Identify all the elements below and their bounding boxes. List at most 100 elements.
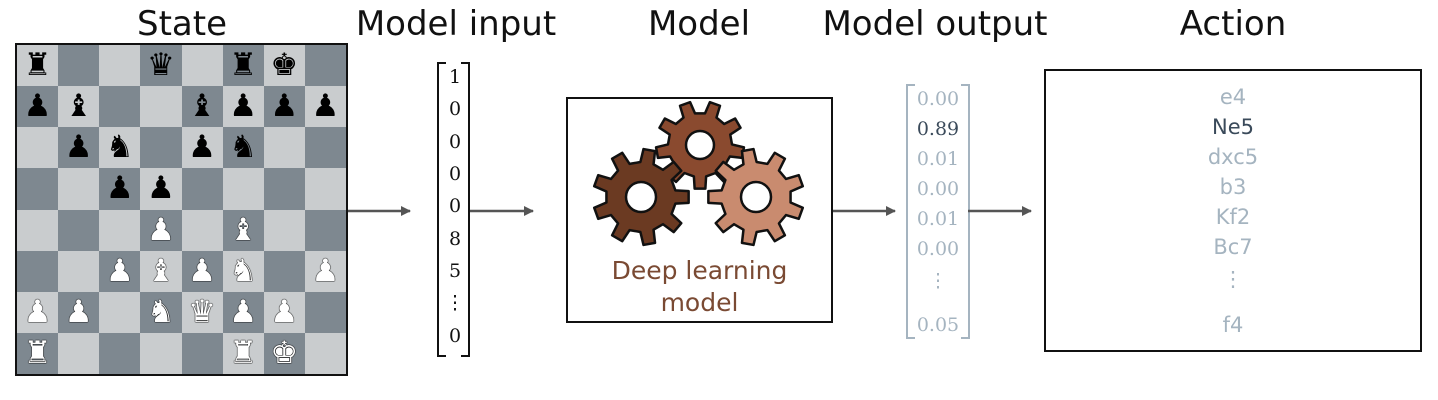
board-square [304, 127, 346, 169]
black-pawn-icon: ♟ [311, 88, 340, 125]
white-pawn-icon: ♟ [229, 293, 258, 330]
white-bishop-icon: ♝ [147, 252, 175, 289]
black-pawn-icon: ♟ [229, 88, 258, 125]
board-square: ♟ [99, 168, 141, 210]
board-square: ♟ [17, 291, 59, 333]
model-output-value: 0.00 [916, 238, 960, 260]
model-input-value: 0 [448, 163, 462, 185]
chess-board: ♜♛♜♚♟♝♝♟♟♟♟♞♟♞♟♟♟♝♟♝♟♞♟♟♟♞♛♟♟♜♜♚ [15, 43, 348, 376]
model-output-value: 0.00 [916, 88, 960, 110]
board-square: ♟ [304, 86, 346, 128]
board-square: ♛ [140, 45, 182, 87]
white-pawn-icon: ♟ [105, 252, 134, 289]
model-label-line2: model [660, 288, 739, 317]
action-move: e4 [1219, 85, 1247, 109]
model-input-value: 0 [448, 98, 462, 121]
board-square [99, 209, 141, 251]
model-input-left-bracket [437, 62, 446, 357]
board-square: ♞ [140, 291, 182, 333]
board-square [58, 168, 100, 210]
board-square: ♚ [263, 45, 305, 87]
model-output-value: 0.05 [916, 314, 960, 336]
white-pawn-icon: ♟ [64, 293, 93, 330]
white-king-icon: ♚ [270, 334, 299, 371]
gear-hole [684, 129, 716, 161]
black-pawn-icon: ♟ [64, 129, 93, 166]
chess-board-grid: ♜♛♜♚♟♝♝♟♟♟♟♞♟♞♟♟♟♝♟♝♟♞♟♟♟♞♛♟♟♜♜♚ [17, 45, 346, 374]
white-knight-icon: ♞ [229, 252, 258, 289]
white-pawn-icon: ♟ [270, 293, 299, 330]
black-knight-icon: ♞ [229, 129, 258, 166]
board-square [99, 45, 141, 87]
board-square: ♟ [181, 127, 223, 169]
model-input-value: ⋮ [445, 292, 465, 315]
board-square: ♞ [99, 127, 141, 169]
board-square: ♞ [222, 127, 264, 169]
board-square [304, 332, 346, 374]
model-output-left-bracket [906, 84, 915, 339]
board-square [17, 127, 59, 169]
action-move: Ne5 [1212, 115, 1254, 139]
black-pawn-icon: ♟ [147, 170, 175, 207]
white-bishop-icon: ♝ [229, 211, 258, 248]
board-square [58, 250, 100, 292]
action-move: dxc5 [1207, 145, 1259, 169]
board-square [140, 86, 182, 128]
board-square [263, 127, 305, 169]
board-square: ♟ [263, 86, 305, 128]
model-input-value: 8 [448, 227, 462, 250]
board-square: ♟ [140, 168, 182, 210]
model-output-value: 0.01 [916, 208, 960, 230]
board-square: ♚ [263, 332, 305, 374]
black-rook-icon: ♜ [229, 47, 258, 84]
board-square [181, 209, 223, 251]
board-square [58, 45, 100, 87]
board-square: ♟ [181, 250, 223, 292]
board-square [17, 168, 59, 210]
white-pawn-icon: ♟ [147, 211, 175, 248]
board-square [99, 332, 141, 374]
black-pawn-icon: ♟ [270, 88, 299, 125]
board-square: ♟ [58, 291, 100, 333]
board-square [304, 209, 346, 251]
model-input-value: 1 [448, 66, 462, 88]
action-move: Bc7 [1213, 235, 1253, 259]
white-pawn-icon: ♟ [23, 293, 52, 330]
white-rook-icon: ♜ [23, 334, 52, 371]
model-input-right-bracket [461, 62, 470, 357]
board-square [222, 168, 264, 210]
board-square: ♟ [99, 250, 141, 292]
board-square [58, 332, 100, 374]
board-square [17, 209, 59, 251]
model-output-value: ⋮ [928, 270, 948, 292]
title-state: State [137, 4, 227, 44]
white-queen-icon: ♛ [188, 293, 216, 330]
board-square: ♟ [222, 291, 264, 333]
board-square [181, 45, 223, 87]
board-square [99, 86, 141, 128]
black-pawn-icon: ♟ [23, 88, 52, 125]
board-square: ♟ [17, 86, 59, 128]
board-square [304, 45, 346, 87]
board-square [263, 168, 305, 210]
board-square [140, 127, 182, 169]
black-pawn-icon: ♟ [105, 170, 134, 207]
black-king-icon: ♚ [270, 47, 299, 84]
model-output-value: 0.89 [916, 118, 960, 140]
white-rook-icon: ♜ [229, 334, 258, 371]
board-square: ♝ [222, 209, 264, 251]
title-model: Model [647, 4, 751, 44]
board-square [17, 250, 59, 292]
model-input-value: 0 [448, 195, 462, 218]
board-square: ♟ [304, 250, 346, 292]
board-square: ♟ [140, 209, 182, 251]
black-rook-icon: ♜ [23, 47, 52, 84]
model-input-value: 5 [448, 260, 462, 282]
board-square: ♟ [222, 86, 264, 128]
title-model-output: Model output [822, 4, 1048, 44]
model-box: Deep learning model [566, 97, 833, 323]
board-square: ♜ [17, 332, 59, 374]
title-action: Action [1179, 4, 1287, 44]
